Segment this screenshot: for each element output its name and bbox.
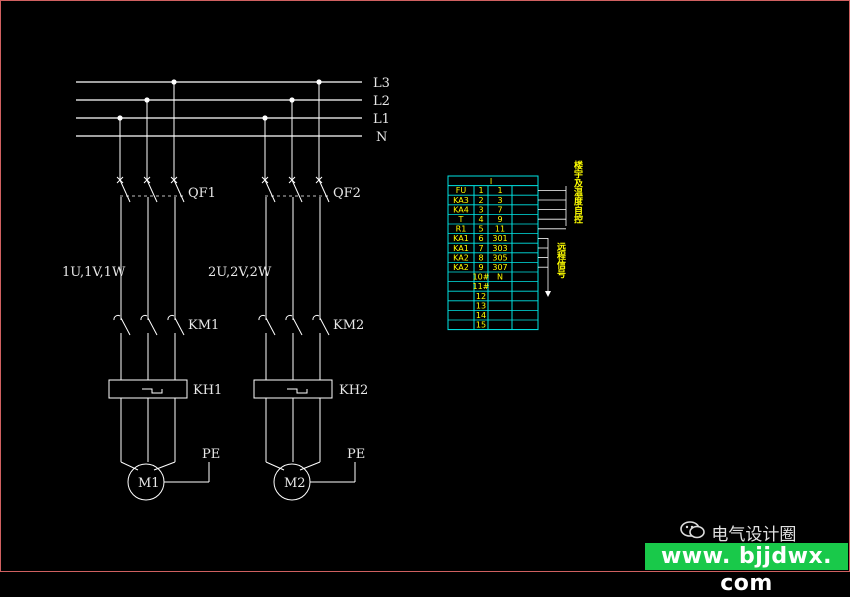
- motor-label-2: M2: [284, 476, 306, 491]
- table-cell: KA1: [453, 234, 469, 243]
- contactor-arc: [113, 314, 121, 321]
- table-cell: 303: [492, 244, 507, 253]
- thermal-relay-box: [108, 379, 188, 399]
- contactor-blade: [319, 317, 330, 336]
- table-cell: KA2: [453, 263, 469, 272]
- table-cell: 3: [497, 196, 502, 205]
- motor-lead: [265, 461, 285, 471]
- motor-circuit-2: [253, 79, 356, 501]
- table-cell: 307: [492, 263, 507, 272]
- thermal-element: [142, 388, 163, 394]
- bus-label-l3: L3: [373, 76, 390, 91]
- website-banner: www. bjjdwx. com: [645, 543, 848, 596]
- contactor-blade: [292, 317, 303, 336]
- motor-lead: [299, 461, 321, 471]
- table-cell: 2: [478, 196, 483, 205]
- table-cell: 1: [478, 186, 483, 195]
- relay-label-1: KH1: [193, 383, 222, 398]
- bus-label-l2: L2: [373, 94, 390, 109]
- power-bus: [76, 81, 362, 137]
- watermark: 电气设计圈: [680, 520, 796, 545]
- table-cell: 7: [497, 205, 502, 214]
- terminal-label-2: 2U,2V,2W: [208, 265, 272, 280]
- breaker-blade: [291, 179, 303, 203]
- breaker-blade: [119, 179, 131, 203]
- note-building-control: 楼宇及温度自控: [572, 159, 583, 224]
- table-cell: KA1: [453, 244, 469, 253]
- table-cell: KA4: [453, 205, 469, 214]
- table-cell: FU: [456, 186, 467, 195]
- watermark-name: 电气设计圈: [711, 525, 797, 545]
- table-cell: 12: [476, 292, 486, 301]
- contactor-blade: [147, 317, 158, 336]
- table-cell: 3: [478, 205, 483, 214]
- arrow-down-icon: [545, 291, 551, 297]
- breaker-label-1: QF1: [188, 186, 216, 201]
- table-cell: N: [497, 273, 503, 282]
- table-cell: KA2: [453, 253, 469, 262]
- wechat-icon: [680, 521, 706, 545]
- table-cell: 15: [476, 321, 486, 330]
- table-header: I: [490, 177, 492, 186]
- table-cell: R1: [456, 225, 467, 234]
- contactor-arc: [167, 314, 175, 321]
- breaker-blade: [264, 179, 276, 203]
- table-cell: 9: [478, 263, 483, 272]
- table-cell: 305: [492, 253, 507, 262]
- breaker-blade: [173, 179, 185, 203]
- bus-label-n: N: [376, 130, 387, 145]
- table-cell: T: [458, 215, 464, 224]
- schematic: L3 L2 L1 N QF1 1U,1V,1W KM1 KH1 PE M1 QF…: [62, 76, 583, 501]
- bus-label-l1: L1: [373, 112, 390, 127]
- table-cell: 301: [492, 234, 507, 243]
- breaker-blade: [318, 179, 330, 203]
- thermal-relay-box: [253, 379, 333, 399]
- ground-label-1: PE: [202, 447, 220, 462]
- table-cell: 6: [478, 234, 483, 243]
- contactor-blade: [265, 317, 276, 336]
- motor-lead: [120, 461, 139, 471]
- motor-lead: [153, 461, 176, 471]
- contactor-arc: [140, 314, 148, 321]
- contactor-arc: [312, 314, 320, 321]
- terminal-label-1: 1U,1V,1W: [62, 265, 126, 280]
- thermal-element: [287, 388, 308, 394]
- table-cell: 11: [495, 225, 505, 234]
- table-cell: 9: [497, 215, 502, 224]
- table-cell: 10#: [473, 273, 490, 282]
- motor-label-1: M1: [138, 476, 160, 491]
- contactor-label-1: KM1: [188, 318, 219, 333]
- contactor-arc: [258, 314, 266, 321]
- contactor-label-2: KM2: [333, 318, 364, 333]
- table-cell: 13: [476, 301, 486, 310]
- contactor-blade: [174, 317, 185, 336]
- table-cell: 4: [478, 215, 483, 224]
- contactor-blade: [120, 317, 131, 336]
- table-cell: 5: [478, 225, 483, 234]
- ground-label-2: PE: [347, 447, 365, 462]
- table-cell: 11#: [473, 282, 490, 291]
- note-remote-signal: 远程信号: [555, 242, 566, 279]
- contactor-arc: [285, 314, 293, 321]
- table-cell: 1: [497, 186, 502, 195]
- table-cell: 7: [478, 244, 483, 253]
- relay-label-2: KH2: [339, 383, 368, 398]
- table-cell: KA3: [453, 196, 469, 205]
- breaker-blade: [146, 179, 158, 203]
- motor-circuit-1: [108, 79, 210, 501]
- table-cell: 14: [476, 311, 486, 320]
- breaker-label-2: QF2: [333, 186, 361, 201]
- table-cell: 8: [478, 253, 483, 262]
